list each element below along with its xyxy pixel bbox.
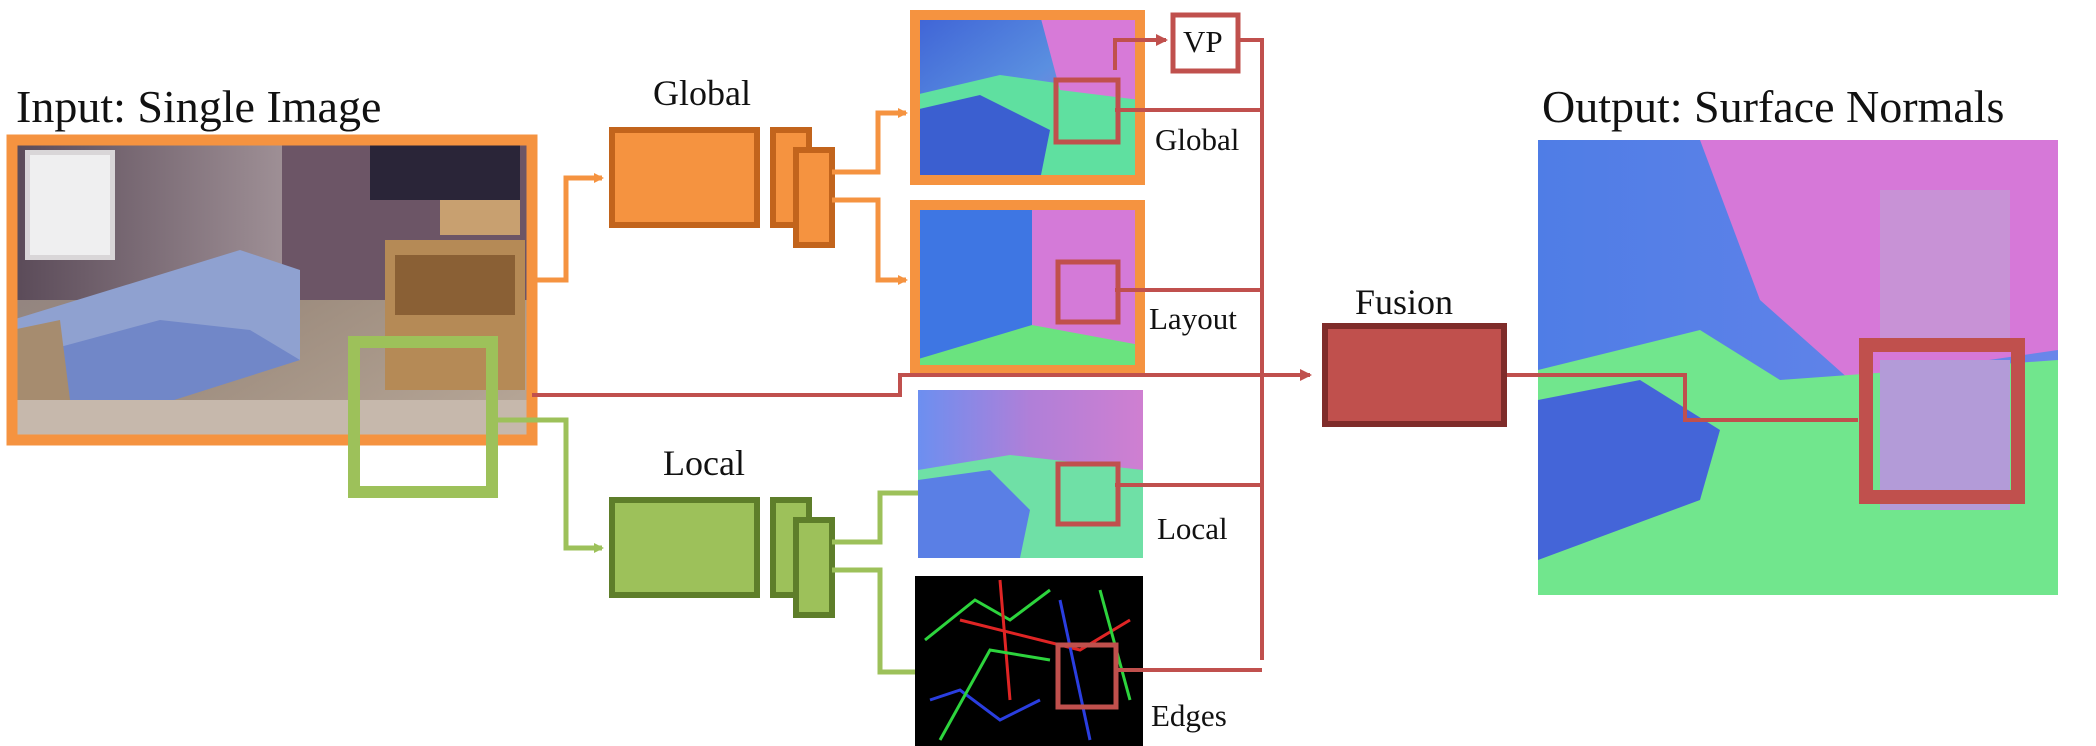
red-crops (1053, 77, 1121, 710)
global-arrows (532, 108, 908, 285)
output-crop (1859, 338, 2025, 504)
layout-map-label: Layout (1149, 301, 1237, 336)
fusion-connectors (532, 34, 1858, 672)
input-frame (6, 134, 538, 446)
global-network-label: Global (653, 73, 751, 113)
output-title: Output: Surface Normals (1542, 81, 2005, 132)
fusion-block (1322, 323, 1507, 427)
vp-box (1170, 12, 1241, 74)
input-image (12, 140, 532, 440)
global-network (609, 127, 835, 248)
global-map-image (915, 15, 1140, 180)
layout-map-image (915, 205, 1140, 370)
local-network (609, 497, 835, 618)
vp-label: VP (1183, 24, 1223, 59)
input-local-crop (348, 336, 498, 498)
layout-map-frame (910, 200, 1145, 375)
global-map-label: Global (1155, 122, 1240, 157)
local-map-image (918, 390, 1143, 558)
edges-map-label: Edges (1151, 698, 1227, 733)
edges-map-image (915, 576, 1143, 746)
output-image (1538, 140, 2058, 595)
fusion-label: Fusion (1355, 282, 1454, 322)
input-title: Input: Single Image (16, 81, 382, 132)
local-network-label: Local (663, 443, 745, 483)
local-map-label: Local (1157, 511, 1228, 546)
global-map-frame (910, 10, 1145, 185)
